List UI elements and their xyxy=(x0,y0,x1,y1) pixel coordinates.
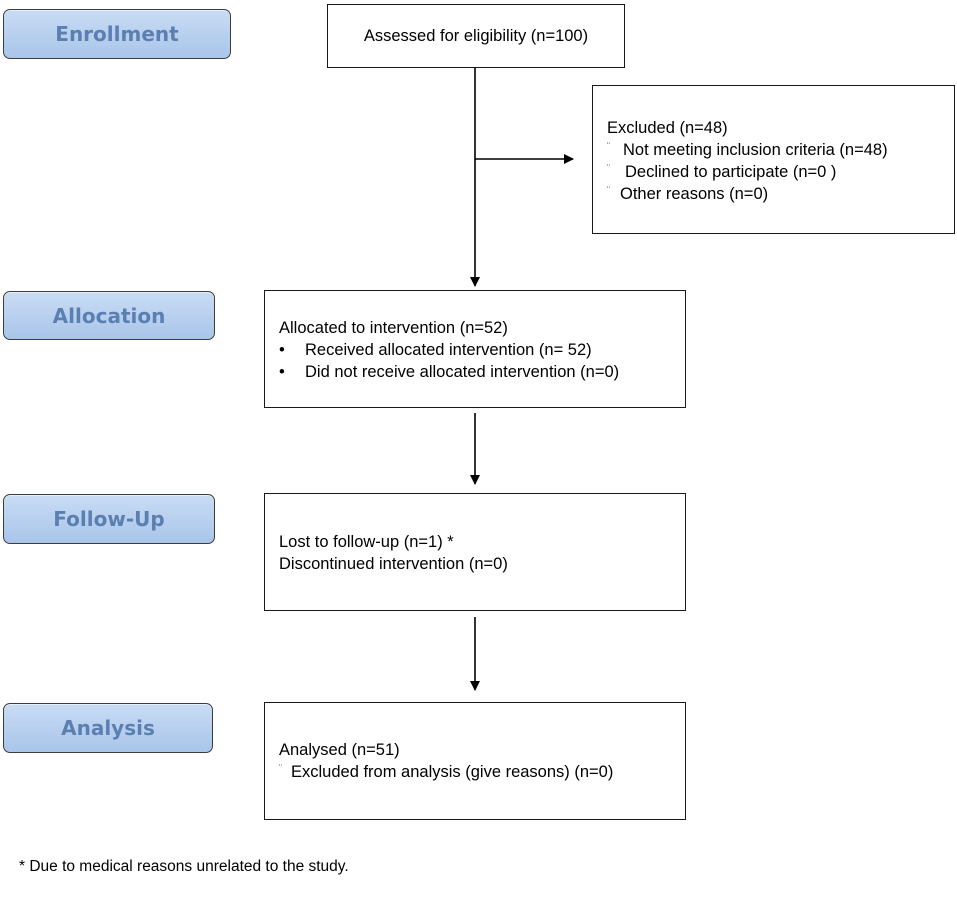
excluded-item: ¨ Not meeting inclusion criteria (n=48) xyxy=(607,139,954,161)
allocated-item-bullet: • xyxy=(279,363,285,381)
allocated-item-text: Received allocated intervention (n= 52) xyxy=(305,341,592,359)
allocated-item: • Received allocated intervention (n= 52) xyxy=(279,339,685,361)
stage-label-follow-up: Follow-Up xyxy=(3,494,215,544)
excluded-item-text: Declined to participate (n=0 ) xyxy=(625,163,837,181)
analysis-item-marker: ¨ xyxy=(279,763,282,773)
followup-box: Lost to follow-up (n=1) * Discontinued i… xyxy=(264,493,686,611)
allocated-item: • Did not receive allocated intervention … xyxy=(279,361,685,383)
followup-lost-text: Lost to follow-up (n=1) * xyxy=(279,533,454,551)
excluded-box: Excluded (n=48) ¨ Not meeting inclusion c… xyxy=(592,85,955,234)
analysis-item-text: Excluded from analysis (give reasons) (n… xyxy=(291,763,614,781)
excluded-item-text: Not meeting inclusion criteria (n=48) xyxy=(623,141,888,159)
excluded-item-marker: ¨ xyxy=(607,141,610,151)
excluded-title: Excluded (n=48) xyxy=(607,119,728,137)
allocated-box: Allocated to intervention (n=52) • Receiv… xyxy=(264,290,686,408)
excluded-item-text: Other reasons (n=0) xyxy=(620,185,769,203)
excluded-item: ¨ Declined to participate (n=0 ) xyxy=(607,161,954,183)
analysis-box: Analysed (n=51) ¨ Excluded from analysis … xyxy=(264,702,686,820)
stage-label-follow-up-text: Follow-Up xyxy=(53,507,165,531)
stage-label-allocation: Allocation xyxy=(3,291,215,340)
footnote: * Due to medical reasons unrelated to th… xyxy=(19,858,349,875)
assessed-box: Assessed for eligibility (n=100) xyxy=(327,4,625,68)
allocated-item-bullet: • xyxy=(279,341,285,359)
analysis-item: ¨ Excluded from analysis (give reasons) (… xyxy=(279,761,685,783)
stage-label-allocation-text: Allocation xyxy=(52,303,166,328)
stage-label-analysis-text: Analysis xyxy=(61,716,155,740)
excluded-item-marker: ¨ xyxy=(607,185,610,195)
excluded-item: ¨ Other reasons (n=0) xyxy=(607,183,954,205)
assessed-text: Assessed for eligibility (n=100) xyxy=(363,27,589,45)
excluded-item-marker: ¨ xyxy=(607,163,610,173)
stage-label-enrollment-text: Enrollment xyxy=(55,22,179,46)
stage-label-enrollment: Enrollment xyxy=(3,9,231,59)
allocated-item-text: Did not receive allocated intervention (… xyxy=(305,363,620,381)
analysis-title: Analysed (n=51) xyxy=(279,741,400,759)
followup-discontinued-text: Discontinued intervention (n=0) xyxy=(279,555,508,573)
stage-label-analysis: Analysis xyxy=(3,703,213,753)
allocated-title: Allocated to intervention (n=52) xyxy=(279,319,508,337)
